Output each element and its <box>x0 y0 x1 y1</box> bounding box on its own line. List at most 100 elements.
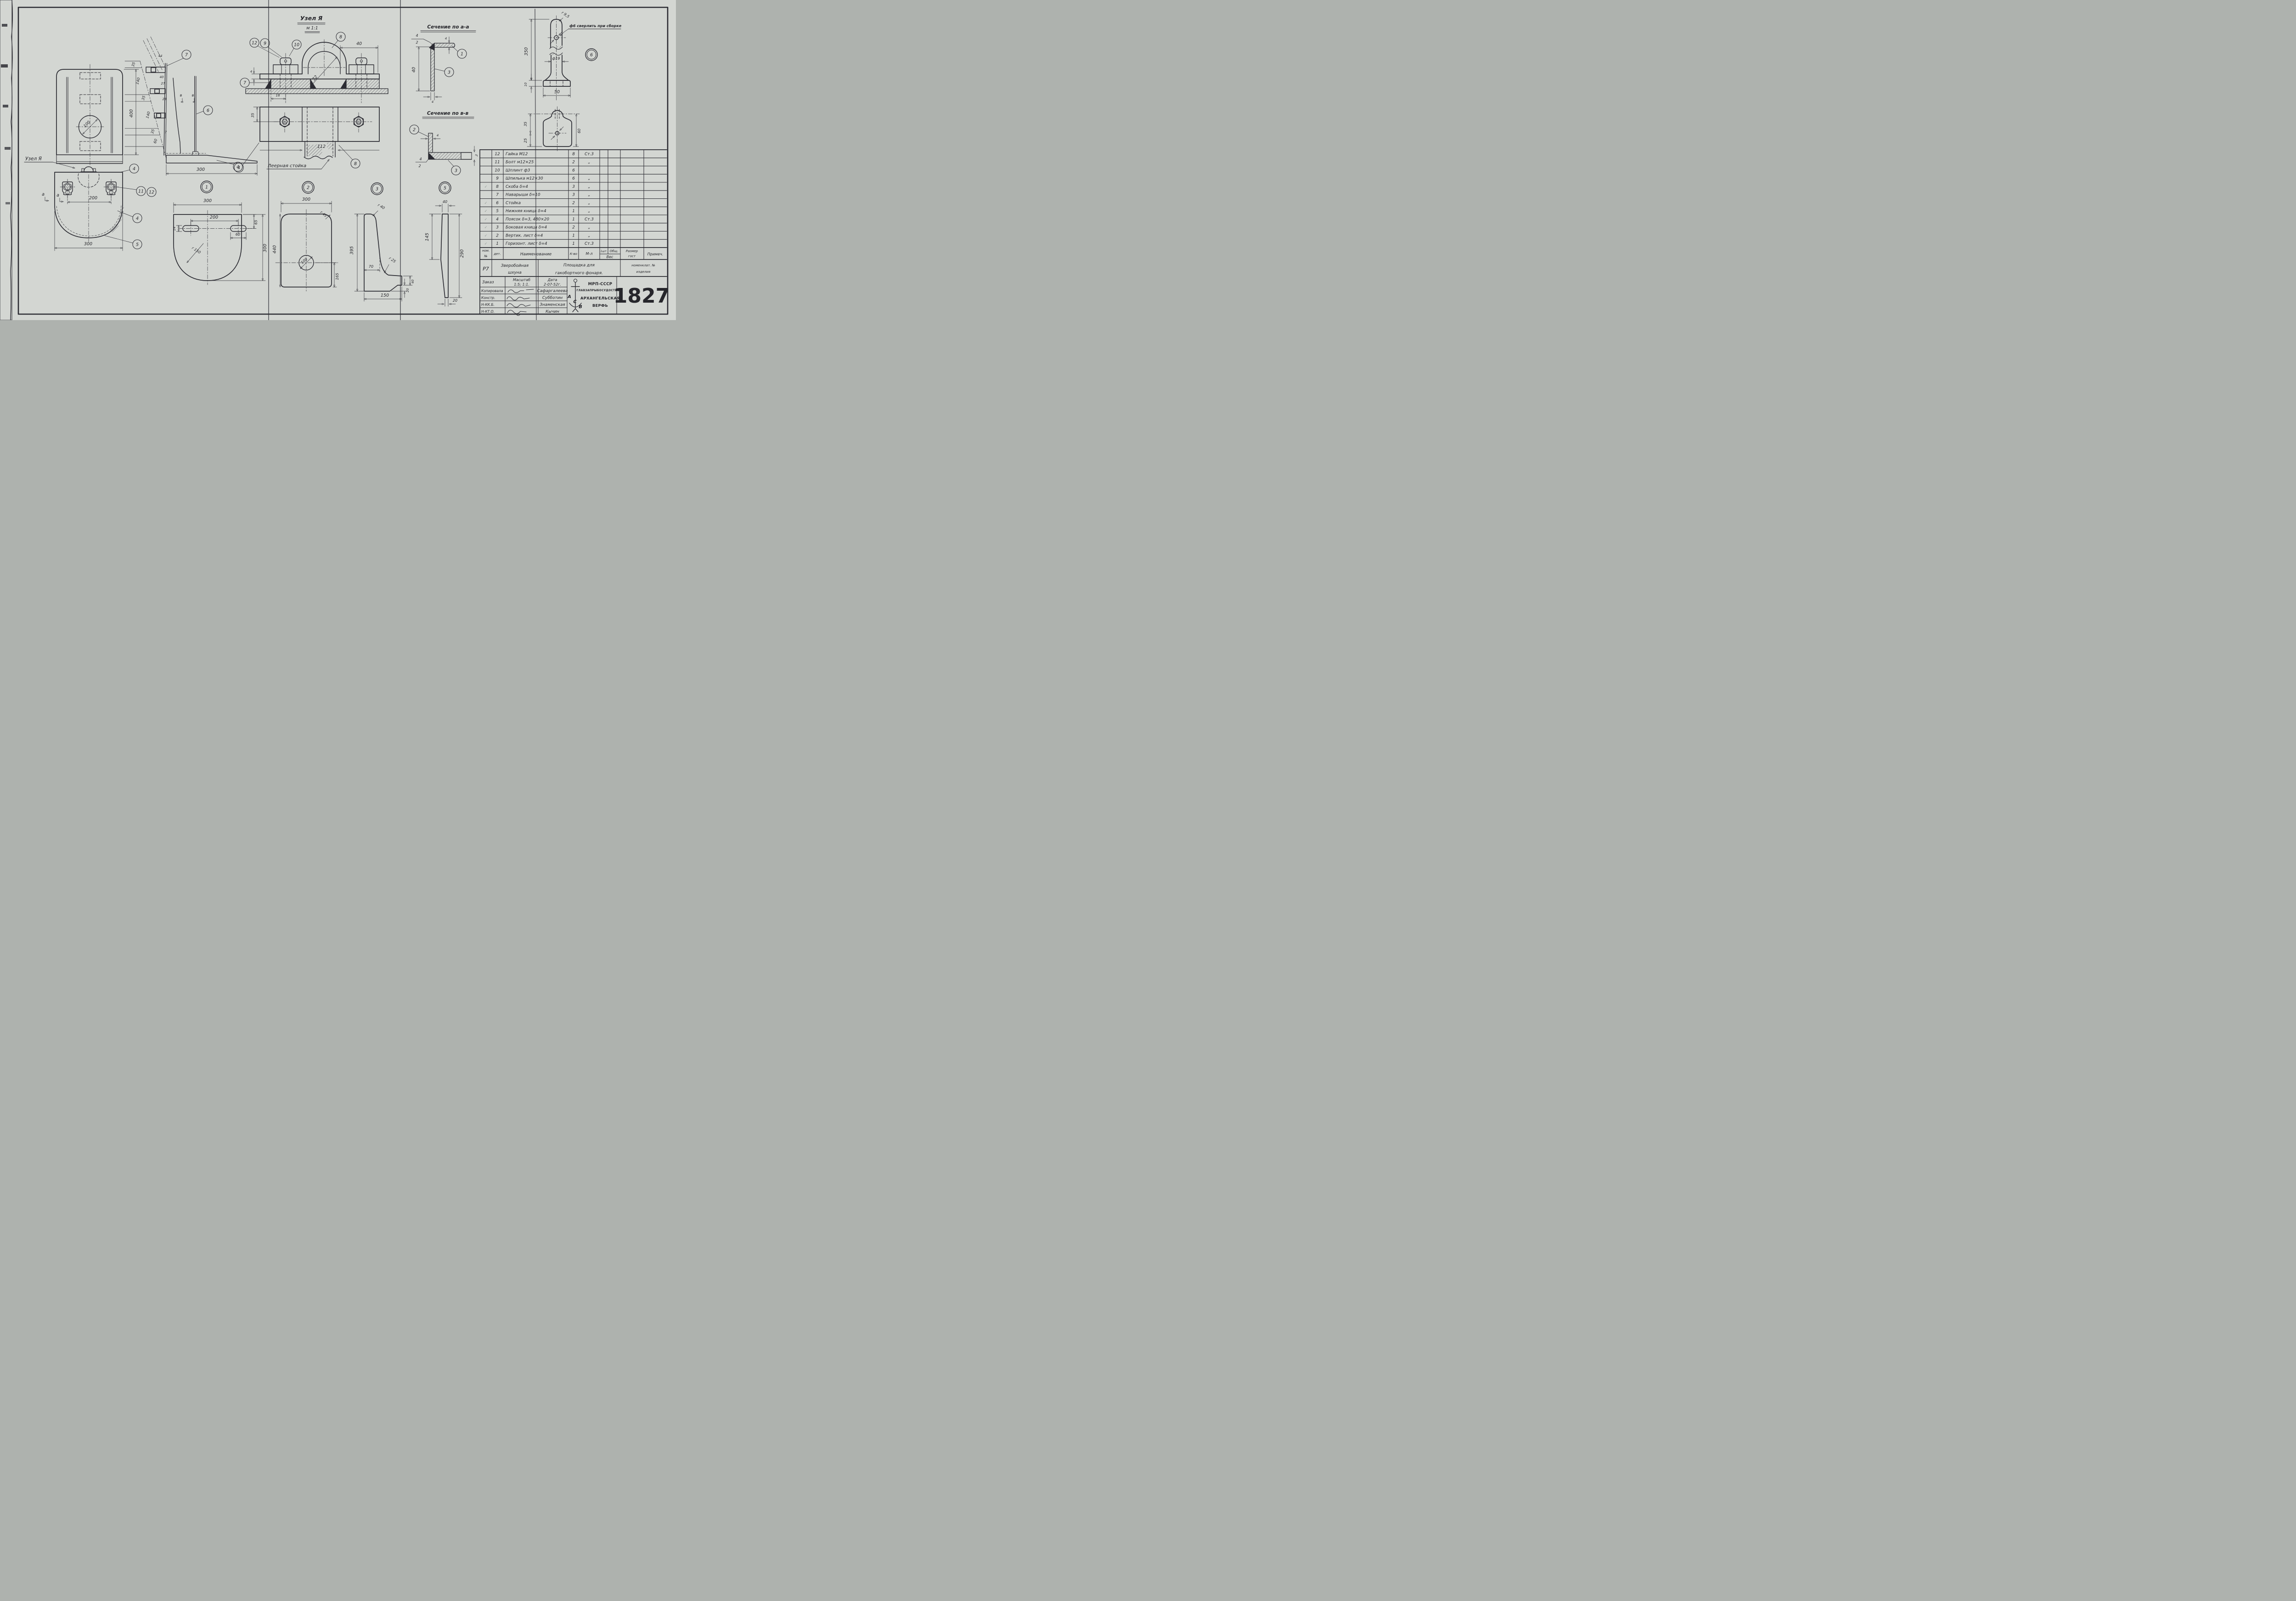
row-name: Стойка <box>506 201 521 206</box>
row-qty: 1 <box>572 209 575 214</box>
uplate-view: 200 300 а а Узел Я 11 12 4 4 5 <box>24 156 157 251</box>
row-no: 7 <box>496 193 499 197</box>
row-mat: „ <box>588 225 591 230</box>
dim-4: 4 <box>250 70 252 73</box>
row-mat: „ <box>588 185 591 189</box>
sign-role: Копировала <box>481 289 503 293</box>
balloon-5: 5 <box>136 242 139 248</box>
dim-145: 145 <box>425 233 430 241</box>
bolt-left <box>273 53 298 103</box>
dim-300: 300 <box>197 167 205 172</box>
section-mark-v: в <box>180 93 182 97</box>
row-mat: „ <box>588 234 591 238</box>
blueprint-scan: 100 400 35 140 35 140 35 60 44 40 27 23 … <box>0 0 676 320</box>
dim-50: 50 <box>554 90 560 95</box>
drawing-title-1: Площадка для <box>563 263 595 268</box>
section-vv: Сечение по в-в 4 3 4 2 2 3 <box>409 111 479 175</box>
dim-7: 7 <box>165 130 167 134</box>
section-mark-a: а <box>42 192 45 197</box>
dim-70: 70 <box>369 265 373 269</box>
row-mat: „ <box>588 193 591 197</box>
row-no: 10 <box>495 169 500 173</box>
dim-395: 395 <box>349 246 355 254</box>
weld-2: 2 <box>418 164 421 168</box>
detail-6: ф6 сверлить при сборке r 9,5 350 10 ф19 … <box>524 11 622 101</box>
dim-44: 44 <box>158 54 163 58</box>
balloon-3: 3 <box>376 187 378 192</box>
hdr-obsh: Общ. <box>610 249 619 253</box>
detail-1: 1 300 200 14 60 65 r 150 300 440 <box>173 180 281 288</box>
drill-note: ф6 сверлить при сборке <box>569 23 622 28</box>
sign-name: Субботин <box>542 296 563 300</box>
balloon-9: 9 <box>264 41 266 46</box>
front-view: 100 400 <box>56 64 139 167</box>
ladder-dim: 60 <box>153 138 158 144</box>
row-name: Гайка М12 <box>506 152 528 157</box>
row-qty: 2 <box>572 201 575 206</box>
dim-40: 40 <box>411 279 415 283</box>
weld-2: 2 <box>416 40 418 45</box>
weld-4: 4 <box>416 34 418 38</box>
scale-label: Масштаб <box>513 278 530 282</box>
row-name: Горизонт. лист δ=4 <box>506 242 547 246</box>
drawing-frame <box>17 6 669 315</box>
dim-200: 200 <box>89 196 97 201</box>
dim-r150: r 150 <box>191 246 202 254</box>
dim-20: 20 <box>406 288 410 292</box>
row-mat: „ <box>588 201 591 206</box>
balloon-6: 6 <box>207 108 209 113</box>
uzel-callout-label: Узел Я <box>25 156 42 162</box>
scale-value: 1:5; 1:1. <box>514 282 529 287</box>
order-label: Заказ <box>482 280 494 285</box>
keyhole-view: 35 25 60 <box>523 106 581 152</box>
uzel-view: Узел Я м 1:1 40 32 4 18 12 9 10 8 7 <box>240 15 388 103</box>
project-code: Р7 <box>483 266 489 272</box>
row-qty: 3 <box>572 193 575 197</box>
row-mat: „ <box>588 209 591 214</box>
uzel-title: Узел Я <box>300 15 323 22</box>
balloon-7: 7 <box>243 81 246 86</box>
row-no: 5 <box>496 209 499 214</box>
row-no: 8 <box>496 185 499 189</box>
section-aa: Сечение по а-а 4 2 4 40 4 1 3 <box>411 24 476 104</box>
balloon-12: 12 <box>252 41 257 46</box>
drawing-number: 1827 <box>613 284 670 308</box>
dim-300-top: 300 <box>203 198 212 203</box>
row-no: 2 <box>496 234 499 238</box>
dim-3: 3 <box>475 154 479 157</box>
drawing-title-2: гакобортного фонаря. <box>555 271 603 276</box>
sign-role: Н-КК.Б. <box>481 303 495 307</box>
row-no: 9 <box>496 176 499 181</box>
section-vv-title: Сечение по в-в <box>427 111 469 116</box>
balloon-1: 1 <box>205 185 208 190</box>
row-qty: 6 <box>572 169 575 173</box>
row-no: 3 <box>496 225 499 230</box>
row-name: Нижняя кница δ=4 <box>506 209 546 214</box>
balloon-4: 4 <box>236 165 239 170</box>
row-qty: 1 <box>572 234 575 238</box>
date-label: Дата <box>547 278 557 282</box>
org-line-4: ВЕРФЬ <box>592 303 608 308</box>
dim-40: 40 <box>443 200 447 204</box>
row-no: 4 <box>496 217 499 222</box>
nomen-label-1: номенклат. № <box>631 264 655 267</box>
row-name: Поясок δ=3, 480×20 <box>506 217 549 222</box>
dim-60: 60 <box>577 129 581 133</box>
balloon-12: 12 <box>149 190 154 195</box>
leer-stoika-label: Леерная стойка <box>267 163 306 169</box>
sign-role: Констр. <box>481 296 495 300</box>
hdr-1sht: 1шт. <box>600 250 607 253</box>
dim-r95: r 9,5 <box>561 11 570 19</box>
row-qty: 1 <box>572 242 575 246</box>
dim-100: 100 <box>300 257 308 265</box>
hdr-det: дет. <box>493 252 501 256</box>
row-mat: „ <box>588 176 591 181</box>
dim-4-top: 4 <box>445 37 447 40</box>
balloon-6: 6 <box>590 53 593 58</box>
dim-350: 350 <box>524 47 529 56</box>
org-line-1: МРП-СССР <box>588 282 613 287</box>
detail-2: 2 100 300 r 45 165 <box>275 181 339 292</box>
hdr-nom: ном. <box>482 249 490 253</box>
row-qty: 1 <box>572 217 575 222</box>
